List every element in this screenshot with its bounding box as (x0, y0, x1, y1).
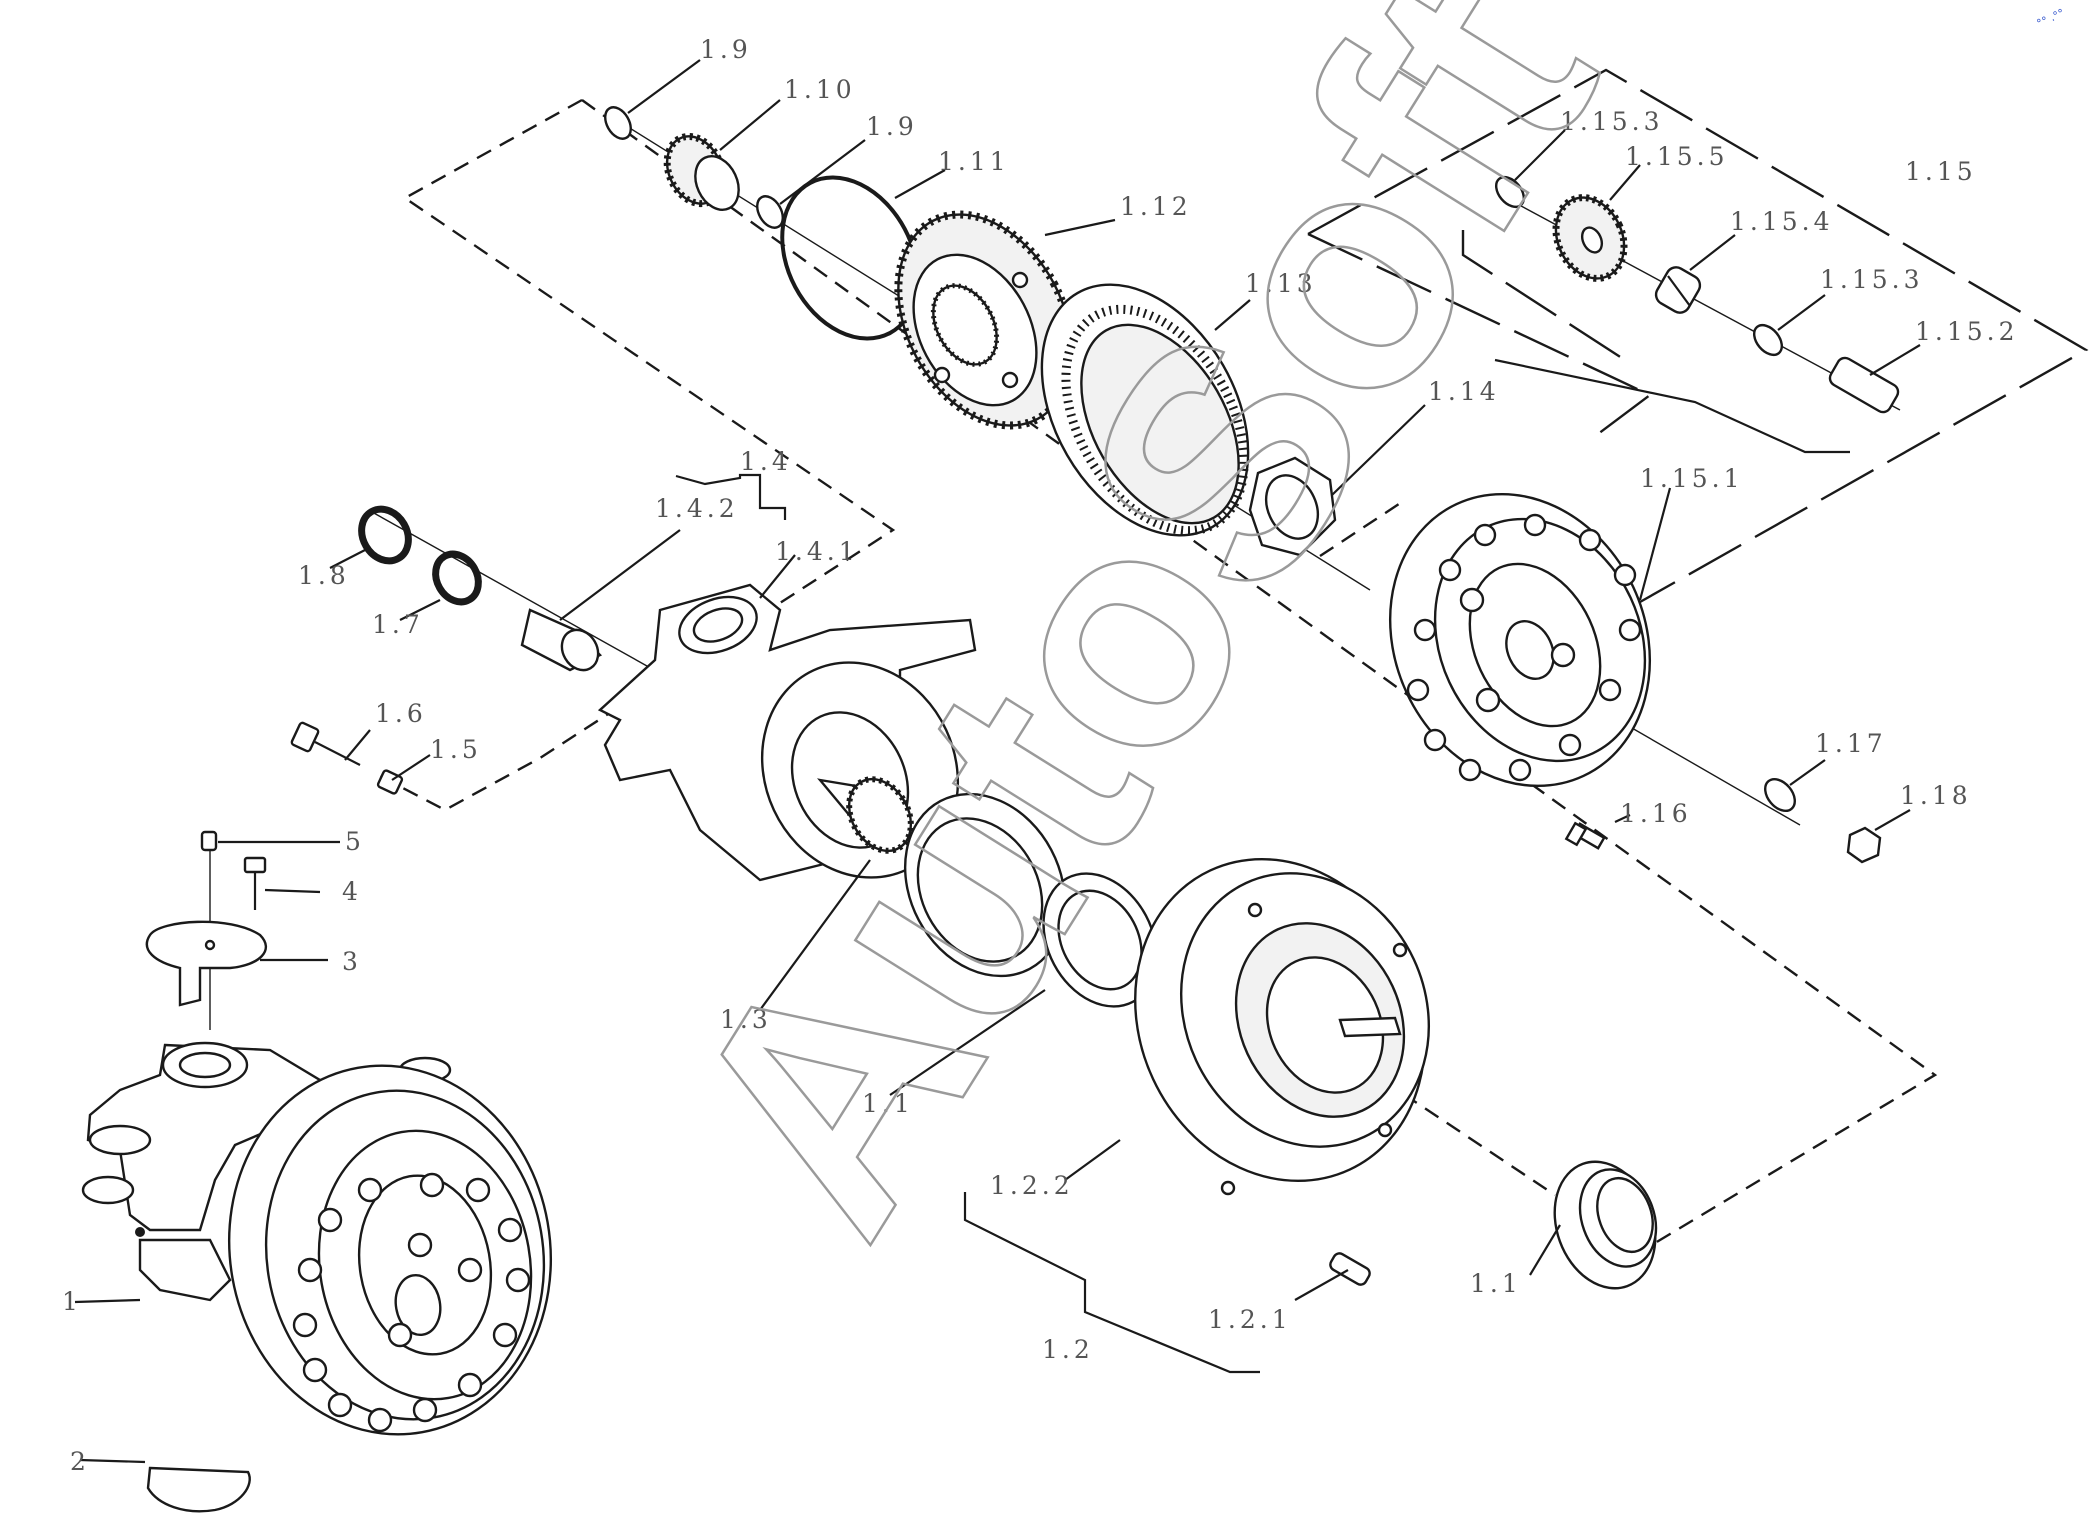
label-1-8: 1.8 (298, 561, 350, 590)
label-1-15-3b: 1.15.3 (1820, 265, 1924, 294)
shim-2 (146, 1466, 251, 1513)
label-1-9: 1.9 (700, 35, 752, 64)
sun-gear-1-10 (663, 132, 740, 211)
label-1-4-1: 1.4.1 (775, 537, 859, 566)
leader-lines (74, 59, 1921, 1464)
label-1-12: 1.12 (1120, 192, 1192, 221)
group-1-15-boundary (1307, 68, 2089, 604)
steering-knuckle-1-4-1 (597, 583, 977, 882)
label-1-2: 1.2 (1042, 1335, 1094, 1364)
bracket-1-2 (963, 1192, 1260, 1374)
final-drive-assembly-1 (81, 1041, 553, 1436)
label-3: 3 (342, 947, 362, 976)
axis-kingpin (371, 511, 673, 681)
label-1-14: 1.14 (1428, 377, 1500, 406)
bushing-1-4-2 (520, 608, 603, 672)
washer-1-15-3a (1495, 175, 1525, 209)
label-1-4: 1.4 (740, 447, 792, 476)
label-1-16: 1.16 (1620, 799, 1692, 828)
bolt-4 (243, 856, 267, 910)
label-1-15-2: 1.15.2 (1915, 317, 2019, 346)
group-1-15-boundary-inner (1307, 232, 1653, 441)
label-1-13: 1.13 (1245, 269, 1317, 298)
label-1-15-5: 1.15.5 (1625, 142, 1729, 171)
label-1-1a: 1.1 (862, 1089, 914, 1118)
label-2: 2 (70, 1447, 90, 1476)
label-1-18: 1.18 (1900, 781, 1972, 810)
seal-1-7 (432, 550, 482, 606)
bracket-1-4 (675, 473, 787, 520)
nut-1-5 (376, 769, 404, 795)
washer-1-17 (1764, 778, 1796, 812)
label-1-7: 1.7 (372, 610, 424, 639)
washer-1-15-3b (1753, 323, 1783, 357)
axis-line-nut (1319, 498, 1406, 558)
label-1: 1 (62, 1287, 82, 1316)
ring-gear-carrier-1-12 (894, 210, 1076, 430)
seal-1-8 (358, 505, 412, 565)
drain-plug-1-18 (1846, 826, 1882, 864)
assembly-boundary-right (581, 99, 1938, 1254)
circlip-1-9b (756, 195, 784, 229)
label-1-17: 1.17 (1815, 729, 1887, 758)
bearing-1-1b (1553, 1160, 1658, 1290)
label-5: 5 (345, 827, 365, 856)
corner-mark: °° .°° (2035, 6, 2067, 30)
o-ring-1-11 (780, 175, 920, 341)
wheel-hub-1-2-2 (1134, 857, 1431, 1196)
label-1-2-1: 1.2.1 (1208, 1305, 1292, 1334)
bolt-1-6 (290, 721, 361, 766)
bearing-1-1a (1042, 872, 1158, 1008)
group-1-15-bracket (1494, 358, 1850, 454)
label-4: 4 (342, 877, 362, 906)
group-1-15-subbracket (1461, 230, 1626, 362)
bolt-1-16 (1564, 821, 1606, 850)
needle-bearing-1-15-4 (1654, 266, 1702, 314)
planet-carrier-1-15-1 (1388, 492, 1652, 788)
king-pin-cap-3 (145, 920, 267, 1007)
label-1-15-1: 1.15.1 (1640, 464, 1744, 493)
seal-1-3 (903, 792, 1067, 978)
label-1-1b: 1.1 (1470, 1269, 1522, 1298)
label-1-15-4: 1.15.4 (1730, 207, 1834, 236)
label-1-5: 1.5 (430, 735, 482, 764)
label-1-4-2: 1.4.2 (655, 494, 739, 523)
hex-nut-1-14 (1248, 456, 1337, 557)
label-1-11: 1.11 (938, 147, 1010, 176)
label-1-9b: 1.9 (866, 112, 918, 141)
grease-nipple-5 (200, 830, 218, 852)
circlip-1-9 (604, 106, 632, 140)
label-1-2-2: 1.2.2 (990, 1171, 1074, 1200)
ring-gear-1-13 (1040, 283, 1250, 537)
planet-gear-1-15-5 (1552, 194, 1628, 282)
pin-1-2-1 (1329, 1252, 1371, 1286)
label-1-6: 1.6 (375, 699, 427, 728)
label-1-10: 1.10 (784, 75, 856, 104)
label-1-3: 1.3 (720, 1005, 772, 1034)
planet-pin-1-15-2 (1828, 356, 1900, 414)
label-1-15-3a: 1.15.3 (1560, 107, 1664, 136)
label-1-15: 1.15 (1905, 157, 1977, 186)
